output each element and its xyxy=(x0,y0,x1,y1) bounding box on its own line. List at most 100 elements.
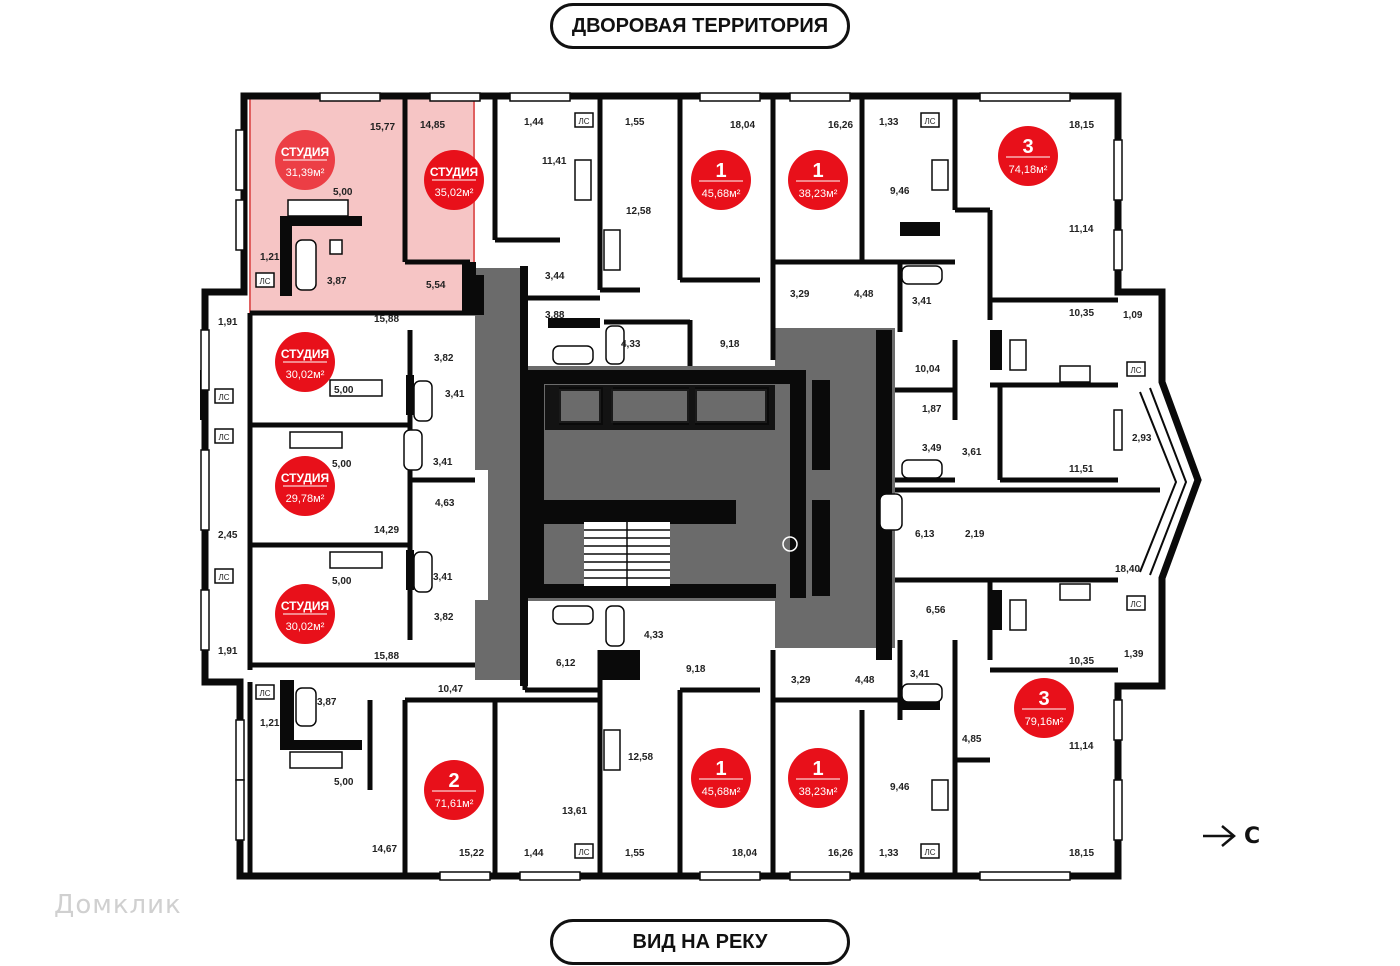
svg-text:СТУДИЯ: СТУДИЯ xyxy=(281,471,329,485)
svg-text:1: 1 xyxy=(812,758,823,780)
svg-text:ЛС: ЛС xyxy=(578,117,589,126)
room-area: 10,04 xyxy=(915,364,940,375)
apartment-badge[interactable]: СТУДИЯ 35,02м² xyxy=(424,150,484,210)
room-area: 1,33 xyxy=(879,117,899,128)
apartment-badge[interactable]: 3 74,18м² xyxy=(998,126,1058,186)
room-area: 3,41 xyxy=(445,389,465,400)
room-area: 18,04 xyxy=(732,848,757,859)
svg-text:1: 1 xyxy=(812,160,823,182)
svg-text:71,61м²: 71,61м² xyxy=(435,798,474,810)
svg-text:45,68м²: 45,68м² xyxy=(702,188,741,200)
svg-text:ЛС: ЛС xyxy=(1130,600,1141,609)
svg-text:31,39м²: 31,39м² xyxy=(286,167,325,179)
room-area: 3,44 xyxy=(545,271,565,282)
room-area: 4,48 xyxy=(854,289,874,300)
watermark: Домклик xyxy=(54,890,182,920)
svg-text:ЛС: ЛС xyxy=(218,573,229,582)
svg-text:2: 2 xyxy=(448,770,459,792)
room-area: 5,54 xyxy=(426,280,446,291)
room-area: 5,00 xyxy=(332,576,352,587)
room-area: 4,48 xyxy=(855,675,875,686)
apartment-badges[interactable]: СТУДИЯ 31,39м² СТУДИЯ 35,02м² 1 45,68м² … xyxy=(275,126,1074,820)
room-area: 3,61 xyxy=(962,447,982,458)
room-area: 2,93 xyxy=(1132,433,1152,444)
svg-text:СТУДИЯ: СТУДИЯ xyxy=(281,145,329,159)
apartment-badge[interactable]: 2 71,61м² xyxy=(424,760,484,820)
apartment-badge[interactable]: 3 79,16м² xyxy=(1014,678,1074,738)
room-area: 11,14 xyxy=(1069,741,1094,752)
apartment-badge[interactable]: СТУДИЯ 29,78м² xyxy=(275,456,335,516)
svg-text:ЛС: ЛС xyxy=(578,848,589,857)
room-area: 11,41 xyxy=(542,156,567,167)
room-area: 9,46 xyxy=(890,782,910,793)
room-area: 3,49 xyxy=(922,443,942,454)
staircase xyxy=(584,522,670,586)
apartment-badge[interactable]: СТУДИЯ 30,02м² xyxy=(275,584,335,644)
svg-text:1: 1 xyxy=(715,160,726,182)
windows xyxy=(200,92,1123,881)
svg-text:ЛС: ЛС xyxy=(218,433,229,442)
room-area: 10,35 xyxy=(1069,656,1094,667)
room-area: 3,41 xyxy=(912,296,932,307)
room-area: 1,44 xyxy=(524,117,544,128)
fire-hydrant-icon xyxy=(782,536,798,552)
fixtures xyxy=(287,159,1091,811)
apartment-badge[interactable]: 1 38,23м² xyxy=(788,748,848,808)
svg-text:ЛС: ЛС xyxy=(924,117,935,126)
svg-text:30,02м²: 30,02м² xyxy=(286,621,325,633)
courtyard-label: ДВОРОВАЯ ТЕРРИТОРИЯ xyxy=(550,3,850,49)
room-area: 1,87 xyxy=(922,404,942,415)
room-area: 3,87 xyxy=(327,276,347,287)
wc-labels: ЛС ЛС ЛС ЛС ЛС ЛС ЛС ЛС ЛС ЛС ЛС xyxy=(218,117,1141,857)
room-area: 3,87 xyxy=(317,697,337,708)
room-area: 18,15 xyxy=(1069,848,1094,859)
room-area: 1,39 xyxy=(1124,649,1144,660)
apartment-badge[interactable]: СТУДИЯ 31,39м² xyxy=(275,130,335,190)
bay-window xyxy=(1139,387,1188,576)
room-area: 3,88 xyxy=(545,310,565,321)
room-area: 1,33 xyxy=(879,848,899,859)
room-area: 12,58 xyxy=(628,752,653,763)
apartment-badge[interactable]: 1 38,23м² xyxy=(788,150,848,210)
room-area: 15,77 xyxy=(370,122,395,133)
room-area: 18,04 xyxy=(730,120,755,131)
room-area: 14,67 xyxy=(372,844,397,855)
svg-text:ЛС: ЛС xyxy=(259,277,270,286)
room-area: 9,18 xyxy=(720,339,740,350)
room-area: 13,61 xyxy=(562,806,587,817)
north-arrow-icon xyxy=(1203,825,1236,847)
room-area: 4,85 xyxy=(962,734,982,745)
svg-text:38,23м²: 38,23м² xyxy=(799,188,838,200)
svg-text:35,02м²: 35,02м² xyxy=(435,187,474,199)
room-area: 10,47 xyxy=(438,684,463,695)
room-area: 15,88 xyxy=(374,651,399,662)
room-area: 15,22 xyxy=(459,848,484,859)
room-area: 11,14 xyxy=(1069,224,1094,235)
svg-text:СТУДИЯ: СТУДИЯ xyxy=(281,599,329,613)
room-area: 3,82 xyxy=(434,612,454,623)
apartment-badge[interactable]: 1 45,68м² xyxy=(691,748,751,808)
svg-text:29,78м²: 29,78м² xyxy=(286,493,325,505)
room-area: 5,00 xyxy=(334,385,354,396)
room-area: 1,44 xyxy=(524,848,544,859)
room-area: 1,21 xyxy=(260,252,280,263)
room-area: 3,82 xyxy=(434,353,454,364)
room-area: 1,91 xyxy=(218,317,238,328)
room-area: 6,56 xyxy=(926,605,946,616)
room-area: 6,13 xyxy=(915,529,935,540)
room-area-labels: 15,77 5,00 1,21 3,87 5,54 14,85 1,44 1,5… xyxy=(218,117,1152,859)
room-area: 3,41 xyxy=(910,669,930,680)
svg-text:79,16м²: 79,16м² xyxy=(1025,716,1064,728)
apartment-badge[interactable]: СТУДИЯ 30,02м² xyxy=(275,332,335,392)
service-shafts xyxy=(214,112,1146,859)
room-area: 11,51 xyxy=(1069,464,1094,475)
room-area: 12,58 xyxy=(626,206,651,217)
room-area: 3,41 xyxy=(433,457,453,468)
room-area: 5,00 xyxy=(334,777,354,788)
room-area: 1,21 xyxy=(260,718,280,729)
apartment-badge[interactable]: 1 45,68м² xyxy=(691,150,751,210)
room-area: 16,26 xyxy=(828,848,853,859)
svg-text:1: 1 xyxy=(715,758,726,780)
svg-text:СТУДИЯ: СТУДИЯ xyxy=(281,347,329,361)
